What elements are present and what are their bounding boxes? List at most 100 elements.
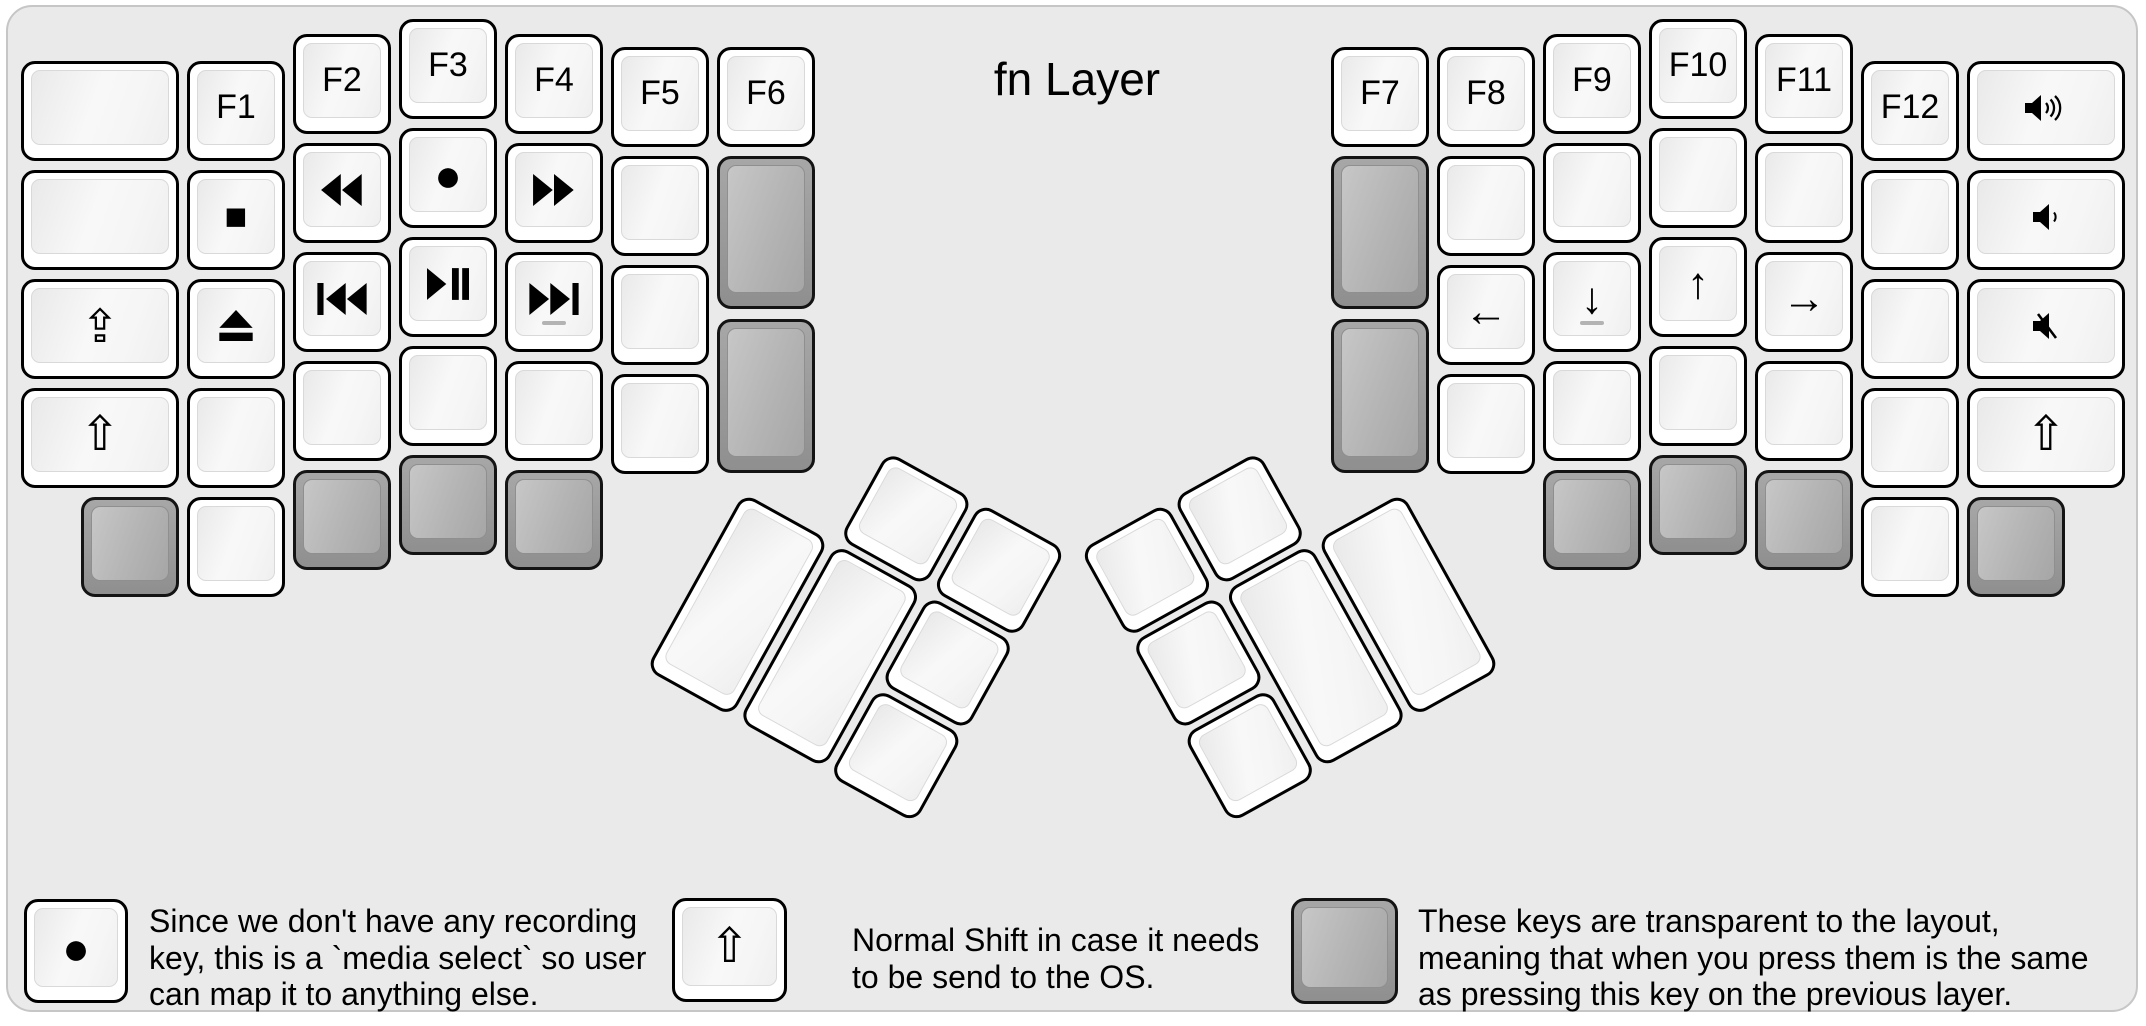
key-blank (1861, 170, 1959, 270)
mute-icon (2024, 311, 2068, 341)
record-icon: ● (434, 148, 462, 201)
key-label: F11 (1775, 61, 1833, 99)
keycap-top (1553, 370, 1631, 445)
keycap-top (727, 165, 805, 293)
keycap-top: ↑ (1659, 246, 1737, 321)
key-blank (1437, 156, 1535, 256)
keycap-top (197, 288, 275, 363)
key-f1: F1 (187, 61, 285, 161)
key-f9: F9 (1543, 34, 1641, 134)
key-f6: F6 (717, 47, 815, 147)
keycap-top: F5 (621, 56, 699, 131)
keycap-top (1447, 165, 1525, 240)
shift-icon: ⇧ (2025, 407, 2067, 461)
key-arrow-left: ← (1437, 265, 1535, 365)
key-f11: F11 (1755, 34, 1853, 134)
key-blank (187, 497, 285, 597)
keycap-top (1195, 700, 1301, 805)
key-blank (399, 346, 497, 446)
key-transparent (717, 156, 815, 309)
keycap-top (1977, 70, 2115, 145)
keycap-top (897, 608, 1002, 712)
key-media-select: ● (399, 128, 497, 228)
key-blank (505, 361, 603, 461)
keycap-top (621, 165, 699, 240)
keycap-top (1447, 383, 1525, 458)
key-label: F9 (1572, 61, 1612, 99)
key-blank (1755, 143, 1853, 243)
legend-key-shift: ⇧ (672, 898, 787, 1002)
skip-back-icon (317, 282, 367, 315)
key-transparent (1331, 156, 1429, 309)
key-blank (187, 388, 285, 488)
legend-line: These keys are transparent to the layout… (1418, 903, 2000, 939)
legend-key-transparent (1291, 898, 1398, 1004)
key-label: F10 (1668, 46, 1728, 84)
keycap-top: → (1765, 261, 1843, 336)
key-label: F4 (534, 61, 574, 99)
keycap-top (1553, 152, 1631, 227)
key-blank (1437, 374, 1535, 474)
keycap-top (197, 506, 275, 581)
key-fast-forward (505, 143, 603, 243)
key-label: F2 (322, 61, 362, 99)
keycap-top (1977, 506, 2055, 581)
keycap-top (1871, 506, 1949, 581)
key-mute (1967, 279, 2125, 379)
legend-line: as pressing this key on the previous lay… (1418, 976, 2013, 1012)
rewind-icon (321, 173, 363, 206)
key-transparent (717, 319, 815, 473)
keycap-top (515, 261, 593, 336)
keycap-top (303, 261, 381, 336)
keycap-top (1341, 328, 1419, 457)
keycap-top: F2 (303, 43, 381, 118)
legend-text-transparent-keys: These keys are transparent to the layout… (1418, 903, 2089, 1013)
keycap-top: ● (409, 137, 487, 212)
keycap-top (1765, 152, 1843, 227)
keycap-top (1871, 179, 1949, 254)
key-blank (21, 170, 179, 270)
keycap-top: F3 (409, 28, 487, 103)
keycap-top (1144, 608, 1249, 712)
key-label: F7 (1360, 74, 1400, 112)
key-blank (1649, 128, 1747, 228)
eject-icon (219, 310, 253, 341)
key-f12: F12 (1861, 61, 1959, 161)
key-label: F6 (746, 74, 786, 112)
key-transparent (1755, 470, 1853, 570)
shift-icon: ⇧ (709, 919, 750, 973)
key-transparent (1649, 455, 1747, 555)
keycap-top (31, 70, 169, 145)
keycap-top (1977, 179, 2115, 254)
arrow-down-icon: ↓ (1581, 273, 1603, 323)
key-transparent (81, 497, 179, 597)
key-shift: ⇧ (21, 388, 179, 488)
key-blank (1755, 361, 1853, 461)
keycap-top (1659, 464, 1737, 539)
key-caps-lock: ⇪ (21, 279, 179, 379)
key-blank (1543, 361, 1641, 461)
key-blank (1861, 497, 1959, 597)
keycap-top (1765, 370, 1843, 445)
key-f10: F10 (1649, 19, 1747, 119)
keycap-top (409, 246, 487, 321)
key-blank (1543, 143, 1641, 243)
key-transparent (1967, 497, 2065, 597)
keycap-top (303, 479, 381, 554)
key-transparent (293, 470, 391, 570)
key-skip-forward (505, 252, 603, 352)
keycap-top (1871, 288, 1949, 363)
legend-line: to be send to the OS. (852, 958, 1155, 995)
key-label: F12 (1880, 88, 1940, 126)
key-blank (21, 61, 179, 161)
keycap-top: F4 (515, 43, 593, 118)
homing-dash (1580, 321, 1604, 325)
key-rewind (293, 143, 391, 243)
key-stop: ■ (187, 170, 285, 270)
key-arrow-right: → (1755, 252, 1853, 352)
keycap-top (1977, 288, 2115, 363)
homing-dash (542, 321, 566, 325)
record-icon: ● (62, 921, 90, 974)
keycap-top: ⇧ (682, 907, 777, 986)
